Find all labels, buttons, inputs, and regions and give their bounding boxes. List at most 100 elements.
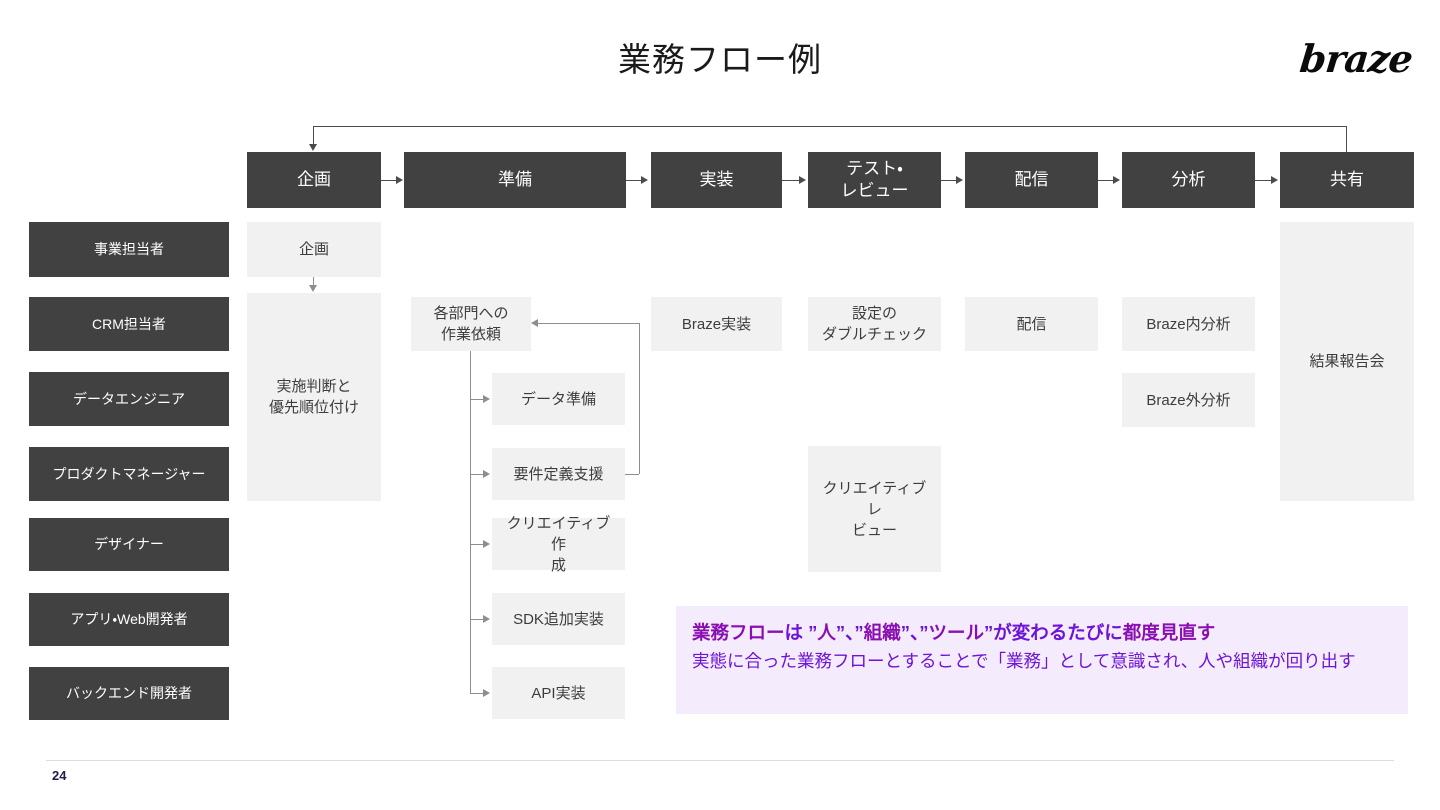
phase-arrow-2 (641, 175, 648, 184)
prep-trunk-line (470, 351, 471, 693)
phase-label: 共有 (1330, 170, 1364, 189)
callout-body: 実態に合った業務フローとすることで「業務」として意識され、人や組織が回り出す (692, 651, 1356, 671)
phase-label: テスト・レビュー (840, 159, 909, 200)
loop-top-horizontal (313, 126, 1347, 127)
phase-link-1 (381, 179, 397, 181)
task-label: API実装 (531, 684, 586, 702)
prep-arrow-creative (483, 539, 490, 548)
phase-label: 準備 (498, 170, 532, 189)
task-label: 要件定義支援 (513, 465, 604, 483)
callout-headline-run-6: ツール (928, 622, 984, 643)
braze-logo: braze (1297, 36, 1415, 81)
role-label: アプリ・Web開発者 (70, 611, 188, 627)
task-label: 企画 (298, 241, 329, 258)
task-box-creative-review[interactable]: クリエイティブレビュー (808, 446, 941, 572)
plan-column-arrowhead (308, 285, 317, 292)
prep-feedback-riser (639, 323, 640, 474)
phase-label: 分析 (1171, 170, 1206, 189)
phase-label: 実装 (699, 170, 734, 189)
callout-headline-run-5: ”、” (900, 622, 929, 643)
callout-headline-run-0: 業務フロー (692, 622, 785, 643)
phase-box-share[interactable]: 共有 (1280, 152, 1414, 208)
callout-headline-run-1: は ” (784, 622, 818, 643)
role-box-backend-dev[interactable]: バックエンド開発者 (29, 667, 229, 720)
task-box-jisshi-handan[interactable]: 実施判断と優先順位付け (247, 293, 381, 501)
task-box-sdk-impl[interactable]: SDK追加実装 (492, 593, 625, 645)
callout-headline-run-2: 人 (817, 622, 836, 643)
phase-link-3 (782, 179, 800, 181)
role-box-app-web-dev[interactable]: アプリ・Web開発者 (29, 593, 229, 646)
phase-link-2 (626, 179, 642, 181)
task-label: Braze実装 (681, 315, 752, 333)
phase-box-prep[interactable]: 準備 (404, 152, 626, 208)
phase-link-4 (941, 179, 957, 181)
phase-box-test[interactable]: テスト・レビュー (808, 152, 941, 208)
loop-drop-to-plan (313, 126, 314, 145)
task-box-requirements[interactable]: 要件定義支援 (492, 448, 625, 500)
role-label: 事業担当者 (94, 241, 164, 257)
callout-headline: 業務フローは ”人”、”組織”、”ツール”が変わるたびに都度見直す (692, 620, 1392, 646)
task-label: Braze外分析 (1146, 391, 1231, 409)
prep-branch-api (470, 692, 484, 694)
prep-feedback-top (538, 323, 639, 324)
phase-box-delivery[interactable]: 配信 (965, 152, 1098, 208)
prep-arrow-data (483, 394, 490, 403)
task-box-data-prep[interactable]: データ準備 (492, 373, 625, 425)
footer-divider (46, 760, 1394, 761)
phase-arrow-6 (1271, 175, 1278, 184)
task-label: 各部門への作業依頼 (433, 305, 509, 343)
task-box-dept-request[interactable]: 各部門への作業依頼 (411, 297, 531, 351)
role-label: CRM担当者 (92, 315, 166, 332)
phase-arrow-3 (799, 175, 806, 184)
plan-column-connector (313, 277, 314, 286)
task-box-kikaku[interactable]: 企画 (247, 222, 381, 277)
role-box-product-manager[interactable]: プロダクトマネージャー (29, 447, 229, 501)
task-label: 設定のダブルチェック (821, 305, 927, 343)
phase-label: 企画 (297, 170, 331, 189)
role-box-crm-owner[interactable]: CRM担当者 (29, 297, 229, 351)
task-box-delivery[interactable]: 配信 (965, 297, 1098, 351)
task-label: SDK追加実装 (513, 610, 604, 628)
task-box-creative-make[interactable]: クリエイティブ作成 (492, 515, 625, 574)
phase-box-implement[interactable]: 実装 (651, 152, 782, 208)
callout-headline-run-8: 都度見直す (1122, 622, 1216, 643)
prep-feedback-arrowhead (531, 319, 538, 327)
task-box-api-impl[interactable]: API実装 (492, 667, 625, 719)
role-label: プロダクトマネージャー (52, 465, 206, 482)
callout-box: 業務フローは ”人”、”組織”、”ツール”が変わるたびに都度見直す 実態に合った… (676, 606, 1408, 714)
phase-arrow-4 (956, 175, 963, 184)
task-label: 結果報告会 (1309, 353, 1385, 370)
role-box-data-engineer[interactable]: データエンジニア (29, 372, 229, 426)
prep-branch-sdk (470, 618, 484, 620)
task-box-braze-external-analysis[interactable]: Braze外分析 (1122, 373, 1255, 427)
page-number: 24 (52, 768, 67, 783)
phase-box-planning[interactable]: 企画 (247, 152, 381, 208)
task-box-double-check[interactable]: 設定のダブルチェック (808, 297, 941, 351)
phase-arrow-5 (1113, 175, 1120, 184)
phase-arrow-1 (396, 175, 403, 184)
task-label: データ準備 (520, 390, 596, 408)
task-box-result-report[interactable]: 結果報告会 (1280, 222, 1414, 501)
phase-box-analysis[interactable]: 分析 (1122, 152, 1255, 208)
prep-branch-data (470, 398, 484, 400)
role-label: バックエンド開発者 (66, 685, 192, 701)
task-box-braze-impl[interactable]: Braze実装 (651, 297, 782, 351)
callout-headline-run-7: ”が変わるたびに (983, 622, 1123, 643)
role-label: データエンジニア (73, 390, 185, 407)
task-label: クリエイティブ作成 (506, 514, 611, 574)
phase-label: 配信 (1014, 170, 1049, 189)
role-label: デザイナー (94, 536, 164, 552)
task-box-braze-internal-analysis[interactable]: Braze内分析 (1122, 297, 1255, 351)
page-title: 業務フロー例 (618, 41, 822, 78)
phase-link-5 (1098, 179, 1114, 181)
loop-riser-from-share (1346, 126, 1347, 153)
task-label: 配信 (1016, 315, 1047, 333)
role-box-designer[interactable]: デザイナー (29, 518, 229, 571)
role-box-business-owner[interactable]: 事業担当者 (29, 222, 229, 277)
task-label: Braze内分析 (1146, 315, 1231, 333)
callout-headline-run-3: ”、” (835, 622, 864, 643)
phase-link-6 (1255, 179, 1272, 181)
task-label: クリエイティブレビュー (822, 479, 927, 539)
task-label: 実施判断と優先順位付け (268, 378, 359, 416)
